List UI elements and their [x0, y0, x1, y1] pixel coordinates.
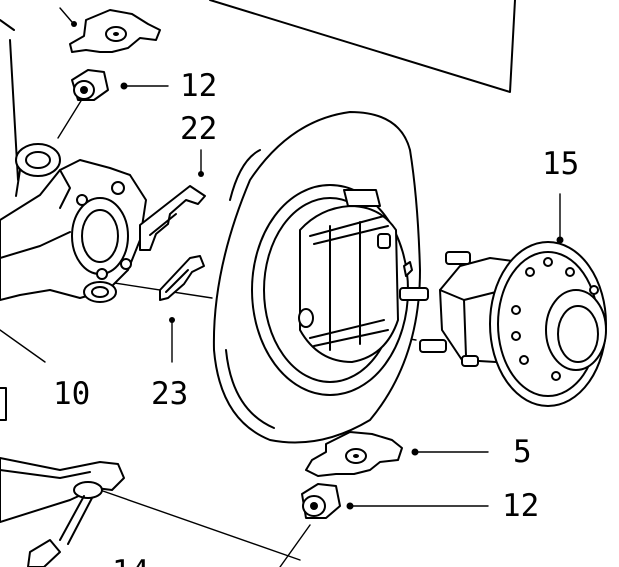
wheel-hub [399, 241, 607, 407]
callout-labels: 12 22 15 10 23 5 12 14 [53, 68, 579, 567]
left-edge-fragment [0, 387, 7, 421]
callout-15: 15 [542, 146, 579, 182]
bracket-top [69, 9, 161, 53]
bracket-bottom [305, 431, 403, 477]
brake-shoes [298, 189, 399, 363]
callout-22: 22 [180, 111, 217, 147]
clip-22 [139, 185, 206, 251]
callout-5: 5 [513, 434, 532, 470]
clip-23 [159, 255, 205, 301]
callout-10: 10 [53, 376, 90, 412]
lower-arm [0, 457, 125, 567]
trailing-arm [0, 19, 147, 303]
bush-bottom [301, 483, 341, 519]
callout-12-top: 12 [180, 68, 217, 104]
callout-14: 14 [112, 554, 149, 567]
bush-top [71, 69, 109, 101]
callout-12-bottom: 12 [502, 488, 539, 524]
frame-lines [209, 0, 516, 93]
callout-23: 23 [151, 376, 188, 412]
